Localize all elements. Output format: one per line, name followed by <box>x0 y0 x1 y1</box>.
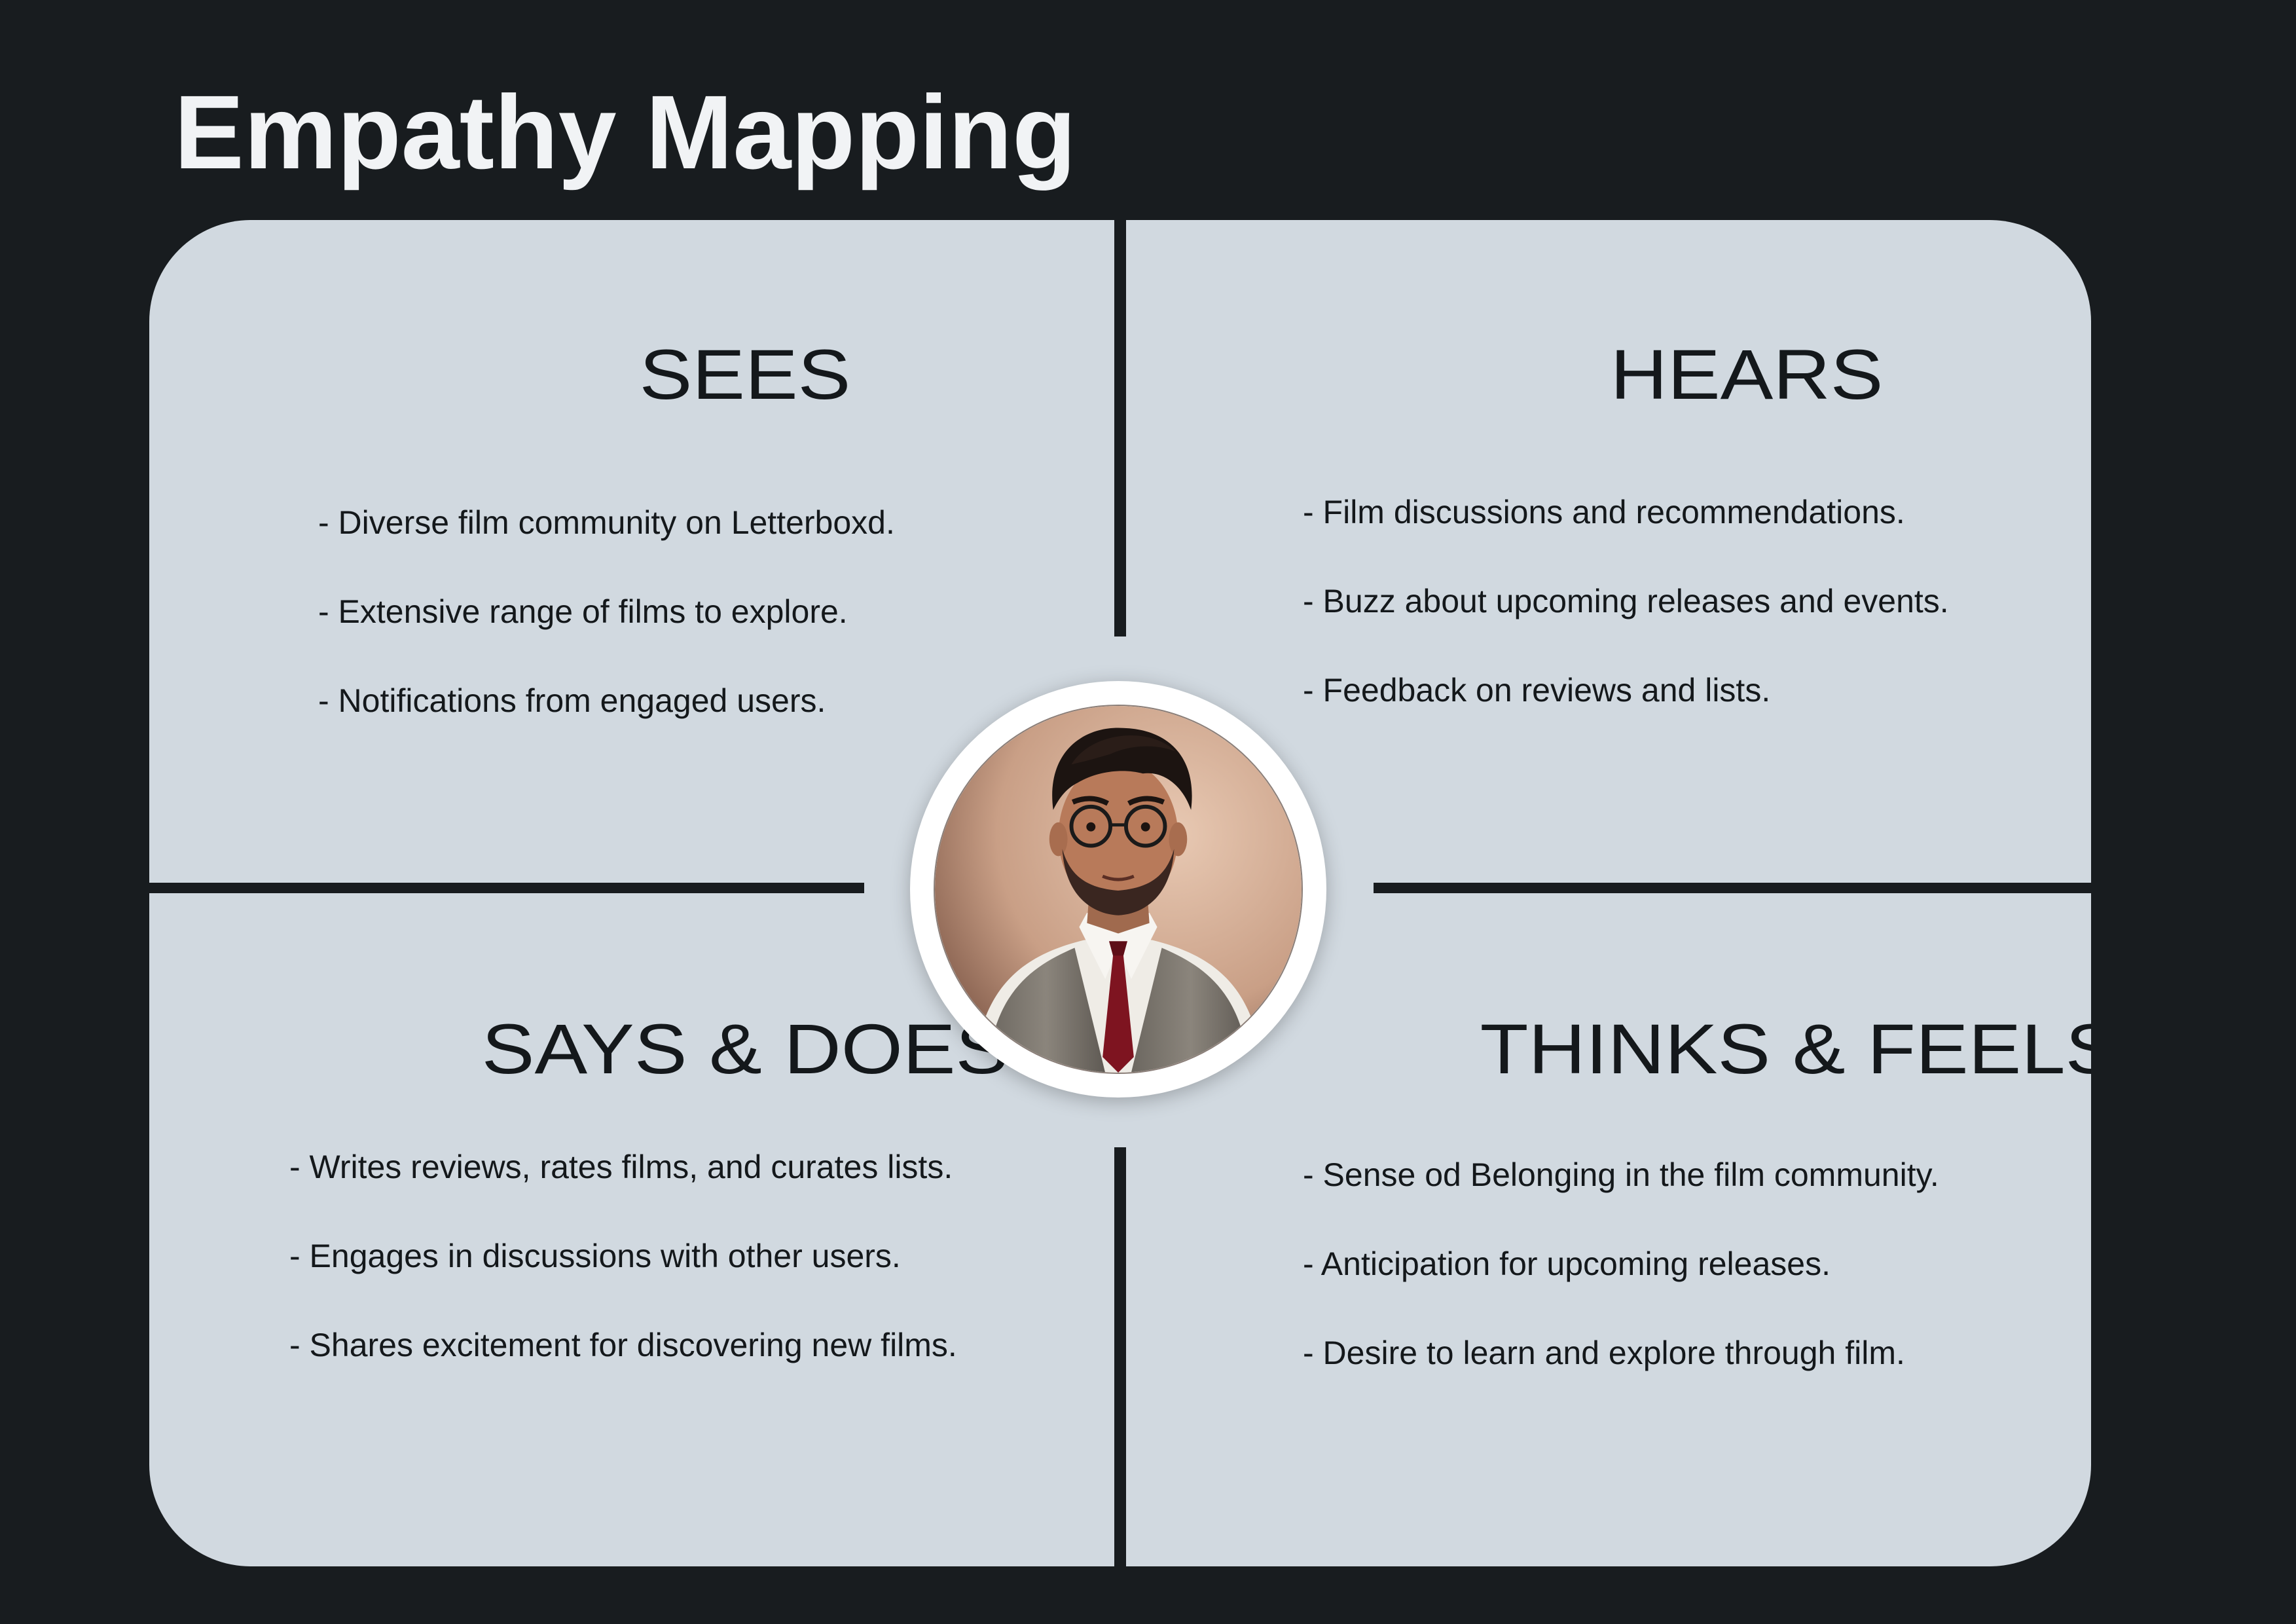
persona-avatar <box>934 705 1303 1074</box>
divider-horizontal-left <box>149 883 864 893</box>
says-does-item: - Shares excitement for discovering new … <box>289 1327 957 1363</box>
divider-vertical-top <box>1114 220 1126 637</box>
thinks-feels-item: - Sense od Belonging in the film communi… <box>1303 1156 1939 1193</box>
empathy-map-board: SEES - Diverse film community on Letterb… <box>149 220 2091 1566</box>
sees-item: - Extensive range of films to explore. <box>318 593 848 630</box>
says-does-item: - Writes reviews, rates films, and curat… <box>289 1149 953 1185</box>
persona-portrait-icon <box>935 706 1302 1073</box>
avatar-ring <box>910 681 1326 1098</box>
hears-item: - Film discussions and recommendations. <box>1303 494 1905 530</box>
page-title: Empathy Mapping <box>174 73 1076 191</box>
says-does-list: - Writes reviews, rates films, and curat… <box>289 1147 957 1414</box>
sees-item: - Diverse film community on Letterboxd. <box>318 504 895 541</box>
thinks-feels-list: - Sense od Belonging in the film communi… <box>1303 1155 1939 1422</box>
thinks-feels-heading: THINKS & FEELS <box>1480 1009 2091 1088</box>
divider-vertical-bottom <box>1114 1147 1126 1566</box>
says-does-item: - Engages in discussions with other user… <box>289 1238 901 1274</box>
sees-list: - Diverse film community on Letterboxd. … <box>318 503 895 770</box>
says-does-heading: SAYS & DOES <box>481 1009 1009 1088</box>
hears-list: - Film discussions and recommendations. … <box>1303 492 1949 760</box>
hears-heading: HEARS <box>1610 335 1884 414</box>
hears-item: - Feedback on reviews and lists. <box>1303 672 1771 709</box>
thinks-feels-item: - Anticipation for upcoming releases. <box>1303 1246 1831 1282</box>
sees-item: - Notifications from engaged users. <box>318 682 826 719</box>
divider-horizontal-right <box>1374 883 2091 893</box>
thinks-feels-item: - Desire to learn and explore through fi… <box>1303 1335 1905 1371</box>
sees-heading: SEES <box>639 335 851 414</box>
hears-item: - Buzz about upcoming releases and event… <box>1303 583 1949 619</box>
